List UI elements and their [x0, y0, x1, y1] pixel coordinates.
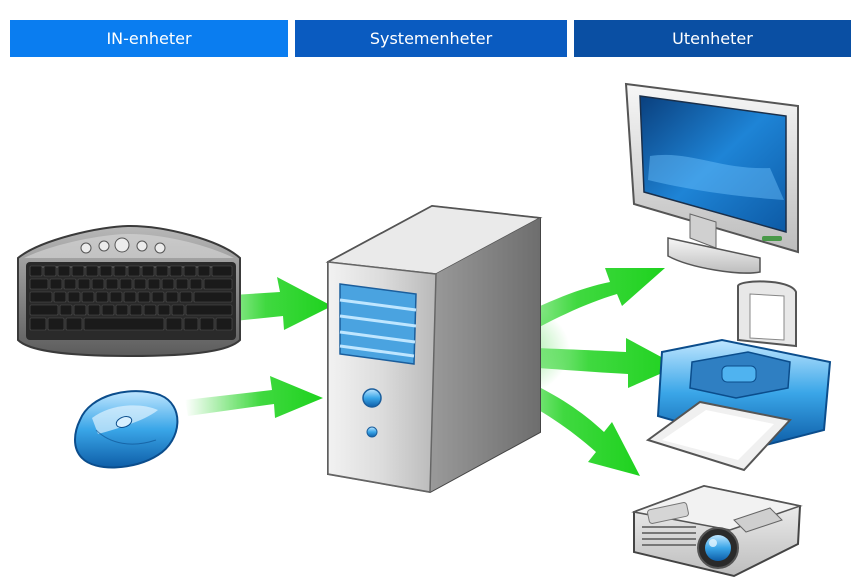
power-button-icon: [362, 388, 382, 408]
computer-tower-icon: [325, 204, 543, 494]
arrow-mouse-to-tower-icon: [185, 376, 323, 418]
system-devices-header: Systemenheter: [295, 20, 567, 57]
projector-icon: [631, 484, 803, 578]
tower-drive-bays: [339, 283, 417, 365]
keyboard-icon: [17, 224, 241, 358]
mouse-icon: [74, 390, 179, 469]
printer-icon: [645, 280, 832, 472]
column-headers: IN-enheter Systemenheter Utenheter: [10, 20, 851, 57]
output-devices-header: Utenheter: [574, 20, 851, 57]
input-devices-header: IN-enheter: [10, 20, 288, 57]
reset-button-icon: [366, 426, 378, 438]
monitor-icon: [624, 82, 799, 274]
